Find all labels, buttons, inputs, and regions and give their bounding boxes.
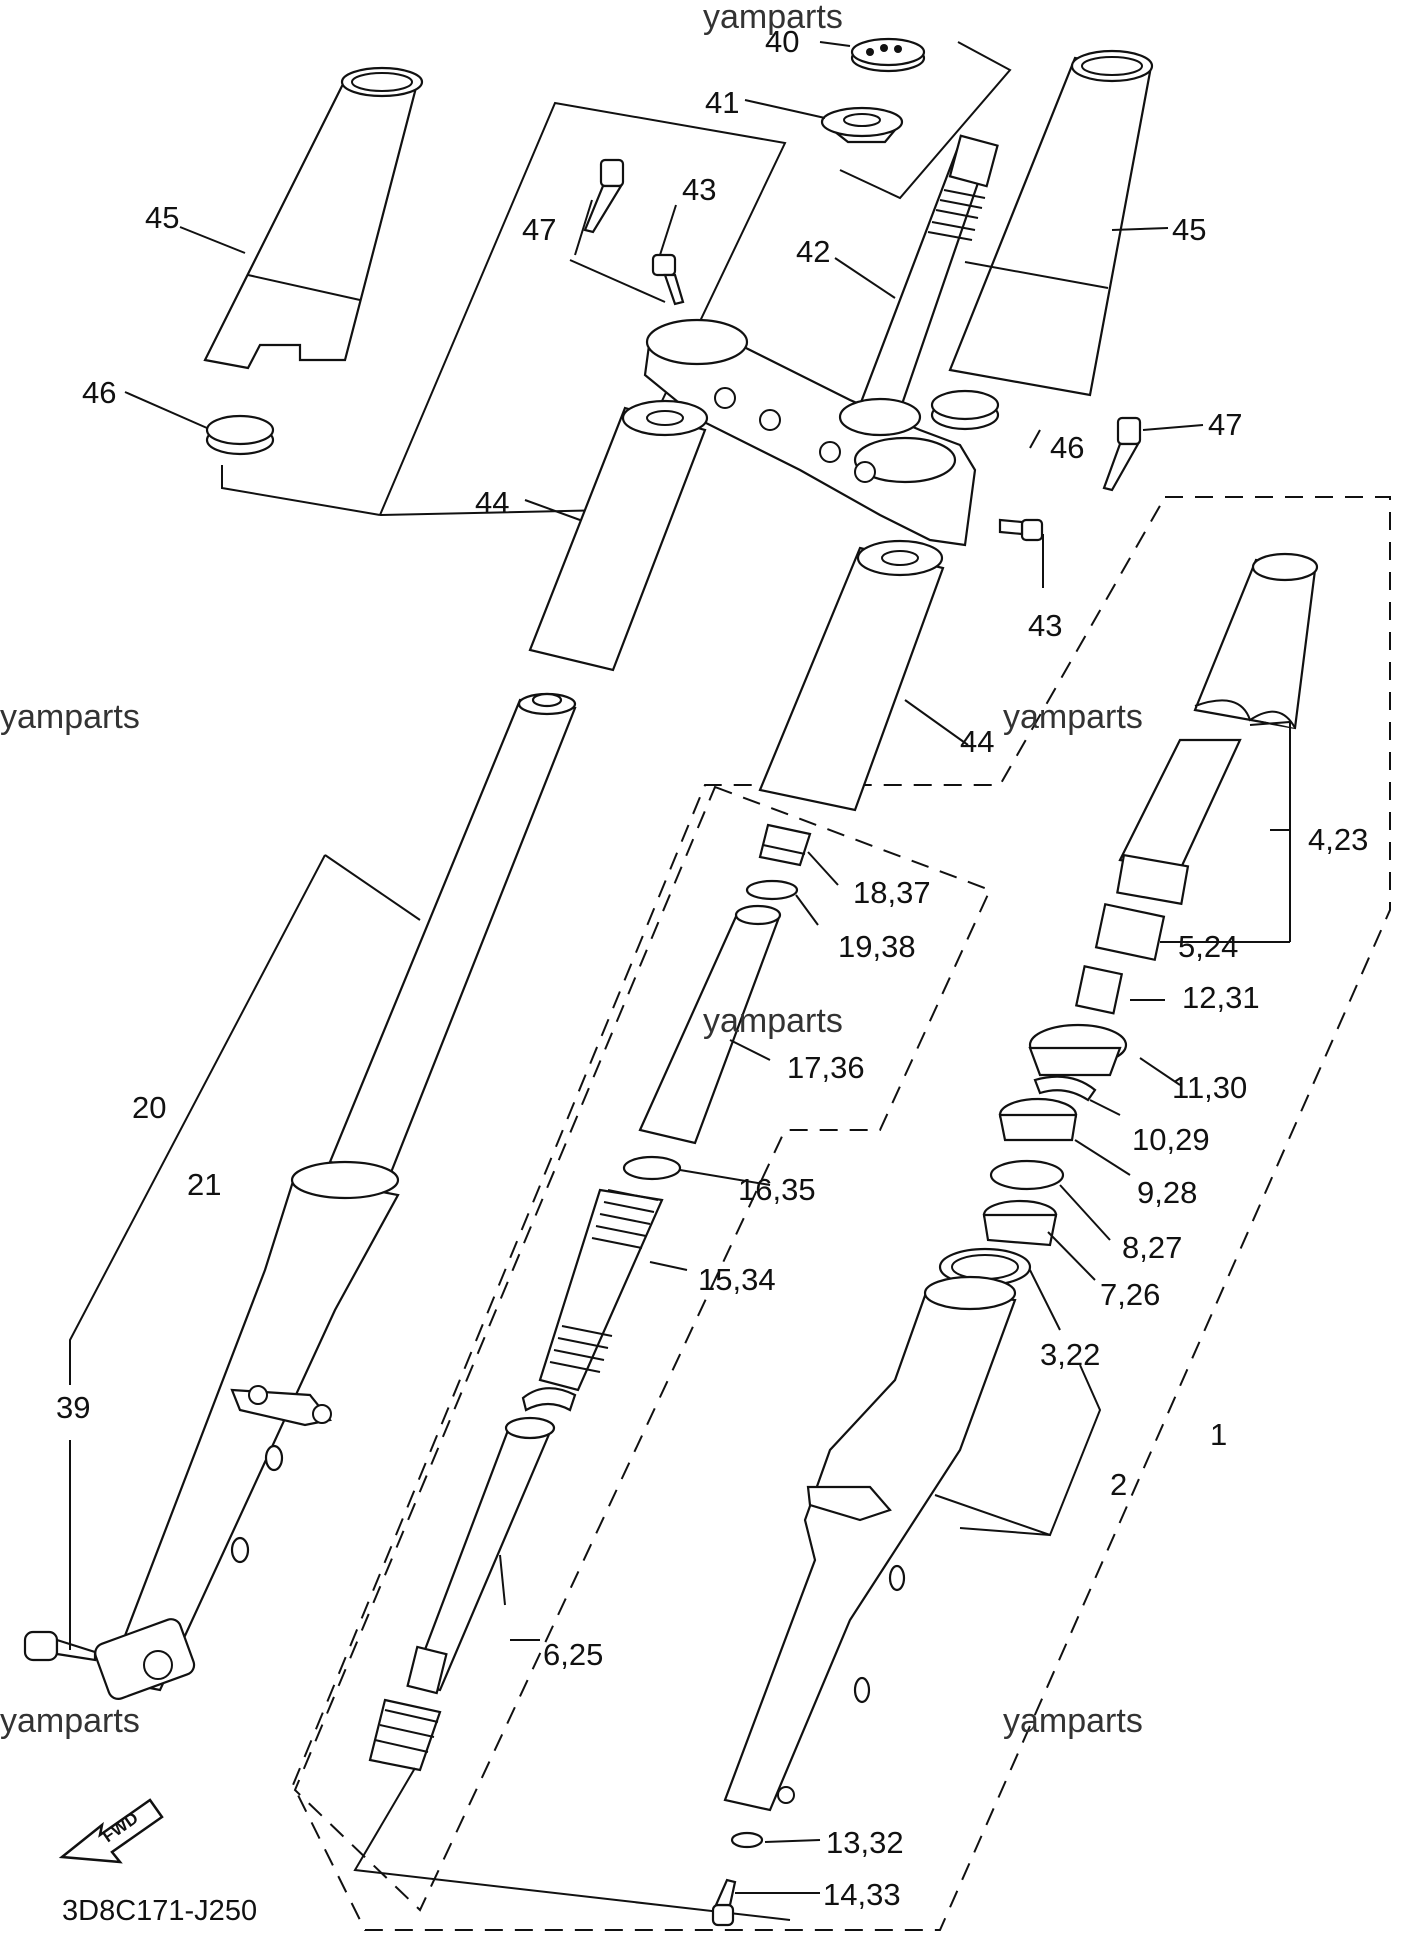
callout-43-bottom: 43 [1028,608,1062,643]
seal-46-right [930,389,1000,431]
outer-tube-21 [94,1160,400,1700]
callout-45-left: 45 [145,200,179,235]
bushing-5 [1094,902,1166,962]
washer-16 [622,1155,682,1181]
callout-17-36: 17,36 [787,1050,865,1085]
seal-3 [938,1247,1032,1287]
watermark-left-mid: yamparts [0,698,140,736]
bolt-18 [758,823,812,867]
callout-46-left: 46 [82,375,116,410]
bolt-47-left [583,158,625,234]
callout-10-29: 10,29 [1132,1122,1210,1157]
watermark-left-bottom: yamparts [0,1702,140,1740]
callout-2: 2 [1110,1467,1127,1502]
race-41 [820,106,904,144]
leader-6 [499,1554,506,1606]
bushing-12 [1074,964,1124,1015]
seal-46-left [205,414,275,456]
callout-3-22: 3,22 [1040,1337,1100,1372]
bearing-40 [850,37,926,73]
callout-6-25: 6,25 [543,1637,603,1672]
bolt-39 [23,1630,97,1662]
callout-13-32: 13,32 [826,1825,904,1860]
callout-47-left: 47 [522,212,556,247]
fork-cover-45-left [203,66,424,370]
clip-10 [1033,1075,1097,1102]
damper-group-boundary [293,785,992,1912]
callout-8-27: 8,27 [1122,1230,1182,1265]
stem-guide-line [839,41,1012,200]
watermark-right-mid: yamparts [1003,698,1143,736]
callout-44-left: 44 [475,485,509,520]
callout-21: 21 [187,1167,221,1202]
washer-13 [730,1831,764,1849]
callout-20: 20 [132,1090,166,1125]
inner-tube-20 [328,692,577,1177]
callout-42: 42 [796,234,830,269]
callout-14-33: 14,33 [823,1877,901,1912]
callout-1: 1 [1210,1417,1227,1452]
watermark-center: yamparts [703,1002,843,1040]
upper-bracket-outline [379,101,787,516]
callout-7-26: 7,26 [1100,1277,1160,1312]
leader-lines [124,41,1291,1894]
oil-seal-9 [998,1097,1078,1142]
fwd-arrow-icon: FWD [58,1798,164,1864]
spring-15 [538,1188,664,1392]
callout-41: 41 [705,85,739,120]
callout-12-31: 12,31 [1182,980,1260,1015]
callout-39: 39 [56,1390,90,1425]
oil-seal-11 [1028,1023,1128,1077]
spacer-17 [638,904,782,1145]
outer-tube-44-left [528,399,709,672]
watermark-top: yamparts [703,0,843,36]
callout-15-34: 15,34 [698,1262,776,1297]
callout-11-30: 11,30 [1172,1070,1247,1105]
callout-43-top: 43 [682,172,716,207]
inner-tube-4 [1116,552,1319,906]
callout-46-right: 46 [1050,430,1084,465]
callout-45-right: 45 [1172,212,1206,247]
watermark-right-bottom: yamparts [1003,1702,1143,1740]
callout-44-right: 44 [960,724,994,759]
part-code: 3D8C171-J250 [62,1895,257,1927]
washer-8 [989,1159,1065,1191]
seal-46-leader [221,465,381,516]
fork-cover-45-right [948,49,1154,397]
spring-rebound [368,1698,442,1772]
outer-tube-44-right [758,539,945,812]
bushing-7 [982,1199,1058,1247]
bolt-14 [711,1878,737,1927]
callout-19-38: 19,38 [838,929,916,964]
leader-20-21 [324,854,421,921]
washer-19 [745,879,799,901]
callout-18-37: 18,37 [853,875,931,910]
circlip [521,1387,577,1412]
callout-40: 40 [765,24,799,59]
callout-16-35: 16,35 [738,1172,816,1207]
outer-tube-2 [723,1275,1017,1812]
callout-9-28: 9,28 [1137,1175,1197,1210]
assembly-1-boundary [291,496,1391,1931]
bolt-43-right [998,518,1044,542]
under-bracket [643,318,977,547]
callout-5-24: 5,24 [1178,929,1238,964]
bolt-43-left [651,253,685,306]
bolt-47-right [1102,416,1142,492]
callout-47-right: 47 [1208,407,1242,442]
damper-rod-6 [406,1416,556,1695]
callout-4-23: 4,23 [1308,822,1368,857]
